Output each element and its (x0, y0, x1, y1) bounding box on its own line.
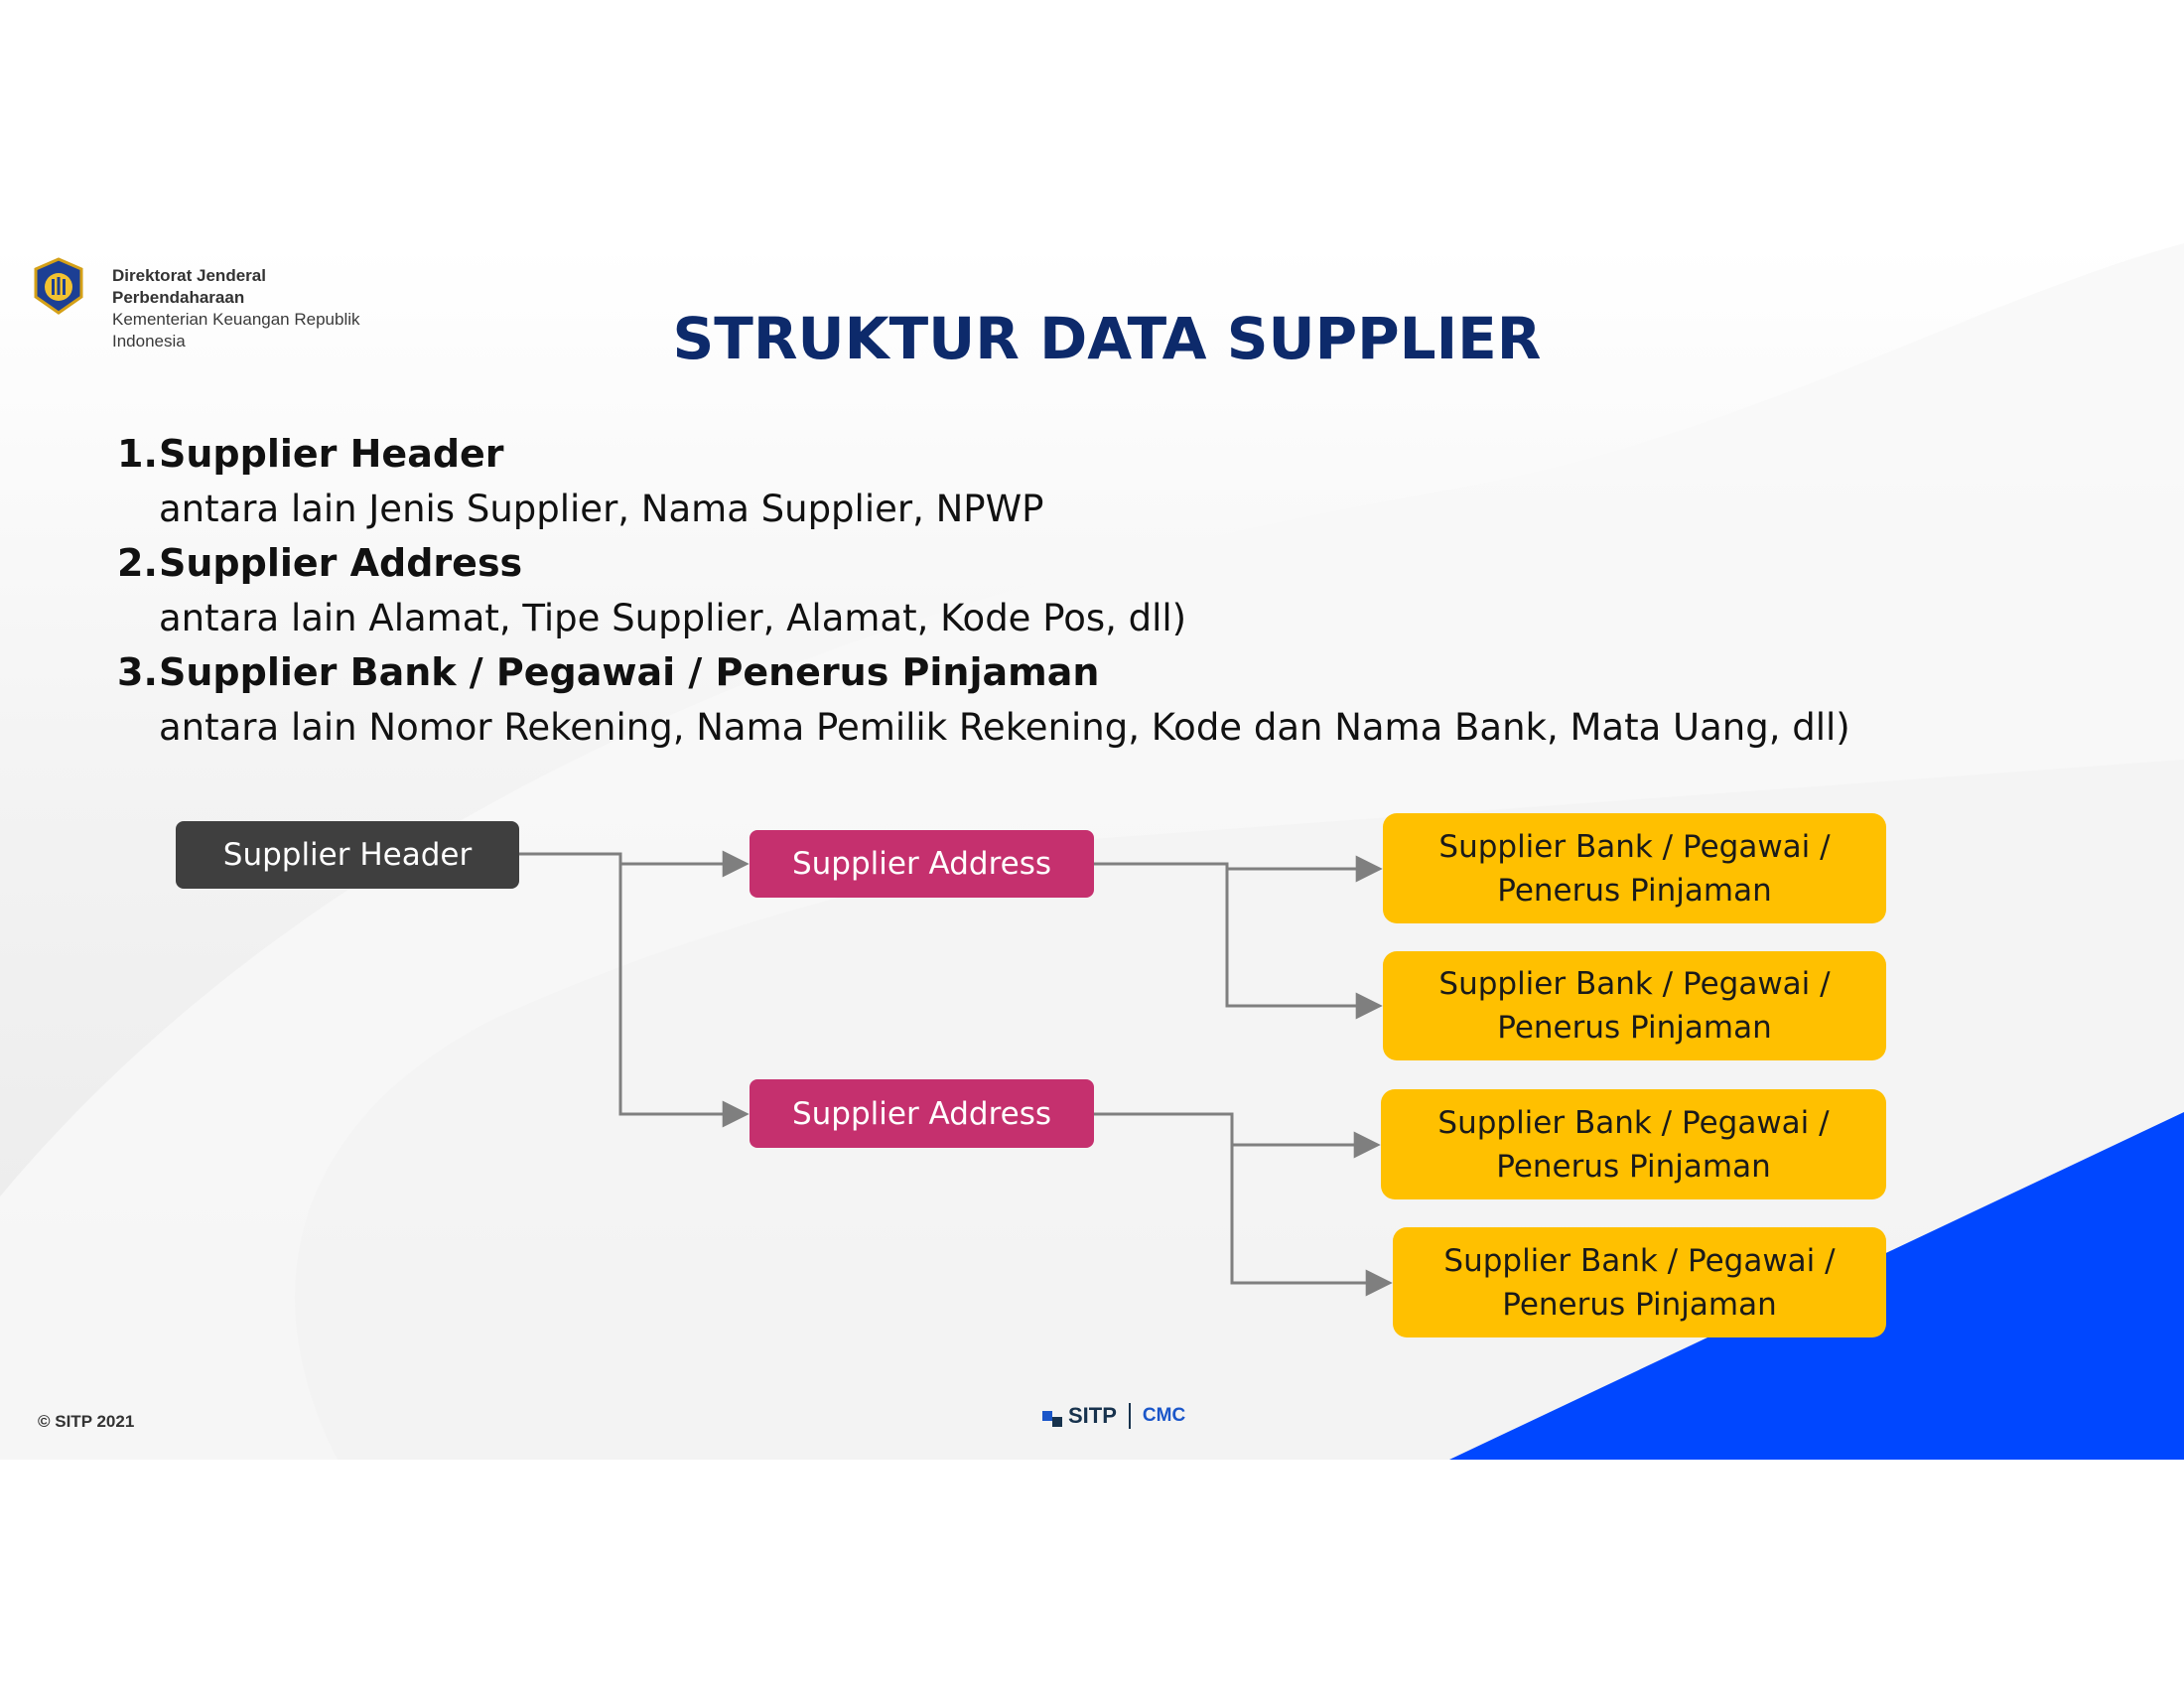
slide-title: STRUKTUR DATA SUPPLIER (672, 305, 1542, 372)
org-line-3: Kementerian Keuangan Republik (112, 310, 360, 329)
connector-address1-bank-2 (1225, 869, 1383, 1020)
list-item: 2. Supplier Address antara lain Alamat, … (117, 536, 1850, 645)
ministry-emblem-icon (34, 257, 83, 315)
bank-node-line-2: Penerus Pinjaman (1502, 1286, 1777, 1323)
list-description: antara lain Jenis Supplier, Nama Supplie… (159, 488, 1044, 530)
list-description: antara lain Nomor Rekening, Nama Pemilik… (159, 706, 1850, 749)
supplier-header-node: Supplier Header (176, 821, 519, 889)
list-number: 3. (117, 650, 158, 694)
supplier-bank-node-2: Supplier Bank / Pegawai / Penerus Pinjama… (1383, 951, 1886, 1060)
list-heading: Supplier Address (159, 541, 523, 585)
brand-divider (1128, 1403, 1131, 1429)
list-item: 3. Supplier Bank / Pegawai / Penerus Pin… (117, 645, 1850, 755)
bank-node-line-1: Supplier Bank / Pegawai / (1438, 828, 1831, 865)
diagram-connectors (518, 850, 1393, 1297)
list-number: 2. (117, 541, 158, 585)
slide: Direktorat Jenderal Perbendaharaan Kemen… (0, 243, 2184, 1460)
organization-name: Direktorat Jenderal Perbendaharaan Kemen… (112, 265, 360, 352)
list-heading: Supplier Bank / Pegawai / Penerus Pinjam… (159, 650, 1100, 694)
brand-cmc: CMC (1142, 1405, 1186, 1426)
bank-node-line-2: Penerus Pinjaman (1497, 872, 1772, 909)
connector-header-address-2 (618, 864, 750, 1128)
supplier-address-node-1: Supplier Address (750, 830, 1094, 898)
org-line-2: Perbendaharaan (112, 288, 245, 307)
list-item: 1. Supplier Header antara lain Jenis Sup… (117, 427, 1850, 536)
org-line-4: Indonesia (112, 332, 186, 351)
bank-node-line-1: Supplier Bank / Pegawai / (1443, 1242, 1836, 1279)
bank-node-line-1: Supplier Bank / Pegawai / (1437, 1104, 1830, 1141)
supplier-bank-node-4: Supplier Bank / Pegawai / Penerus Pinjama… (1393, 1227, 1886, 1337)
supplier-bank-node-1: Supplier Bank / Pegawai / Penerus Pinjama… (1383, 813, 1886, 923)
bank-node-line-2: Penerus Pinjaman (1497, 1010, 1772, 1046)
footer-brand-logo: SITP CMC (1042, 1403, 1185, 1429)
supplier-bank-node-3: Supplier Bank / Pegawai / Penerus Pinjama… (1381, 1089, 1886, 1199)
connector-header-address-1 (518, 850, 750, 878)
bank-node-line-2: Penerus Pinjaman (1496, 1148, 1771, 1185)
list-number: 1. (117, 432, 158, 476)
connector-address2-bank-4 (1230, 1145, 1393, 1297)
sitp-logo-icon (1042, 1411, 1062, 1427)
list-description: antara lain Alamat, Tipe Supplier, Alama… (159, 597, 1187, 639)
bank-node-line-1: Supplier Bank / Pegawai / (1438, 966, 1831, 1002)
supplier-address-node-2: Supplier Address (750, 1079, 1094, 1148)
org-line-1: Direktorat Jenderal (112, 266, 266, 285)
connector-address1-bank-1 (1092, 855, 1383, 883)
connector-address2-bank-3 (1092, 1112, 1381, 1159)
copyright-text: © SITP 2021 (38, 1412, 135, 1431)
brand-sitp: SITP (1068, 1403, 1117, 1428)
structure-list: 1. Supplier Header antara lain Jenis Sup… (117, 427, 1850, 755)
list-heading: Supplier Header (159, 432, 504, 476)
